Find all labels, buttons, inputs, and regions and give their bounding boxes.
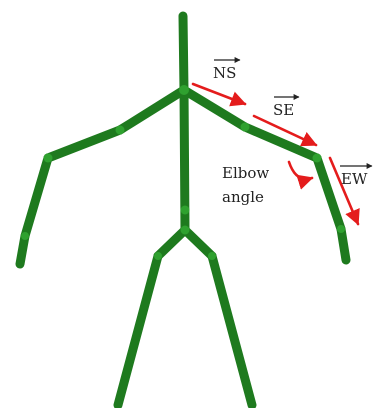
right-hand-bone	[341, 229, 346, 260]
ns-label-group: NS	[213, 60, 240, 82]
right-hip-bone	[185, 230, 212, 256]
right-elbow-joint	[313, 154, 322, 163]
se-label: SE	[273, 101, 294, 119]
spine-base-joint	[181, 206, 190, 215]
left-upper-arm-bone	[48, 130, 120, 158]
left-hip-joint	[154, 252, 162, 260]
right-shoulder-joint	[241, 123, 250, 132]
elbow-angle-arc	[289, 162, 312, 179]
left-forearm-bone	[25, 158, 48, 236]
right-wrist-joint	[337, 225, 345, 233]
elbow-angle-label-group: Elbow angle	[222, 164, 269, 206]
neck-joint	[179, 85, 189, 95]
left-wrist-joint	[21, 232, 29, 240]
left-leg-bone	[118, 256, 158, 405]
left-hip-bone	[158, 230, 185, 256]
right-hip-joint	[208, 252, 216, 260]
left-hand-bone	[20, 236, 25, 264]
right-forearm-bone	[317, 158, 341, 229]
hip-center-joint	[181, 226, 190, 235]
left-shoulder-bone	[120, 90, 184, 130]
left-elbow-joint	[44, 154, 53, 163]
head-neck-bone	[183, 16, 184, 90]
ew-label: EW	[341, 170, 368, 188]
se-label-group: SE	[273, 97, 299, 119]
right-leg-bone	[212, 256, 252, 405]
left-shoulder-joint	[116, 126, 125, 135]
ew-label-group: EW	[340, 166, 372, 188]
ns-label: NS	[213, 64, 236, 82]
elbow-angle-label-line1: Elbow	[222, 164, 269, 182]
elbow-angle-label-line2: angle	[222, 188, 264, 206]
right-upper-arm-bone	[245, 127, 317, 158]
right-shoulder-bone	[184, 90, 245, 127]
